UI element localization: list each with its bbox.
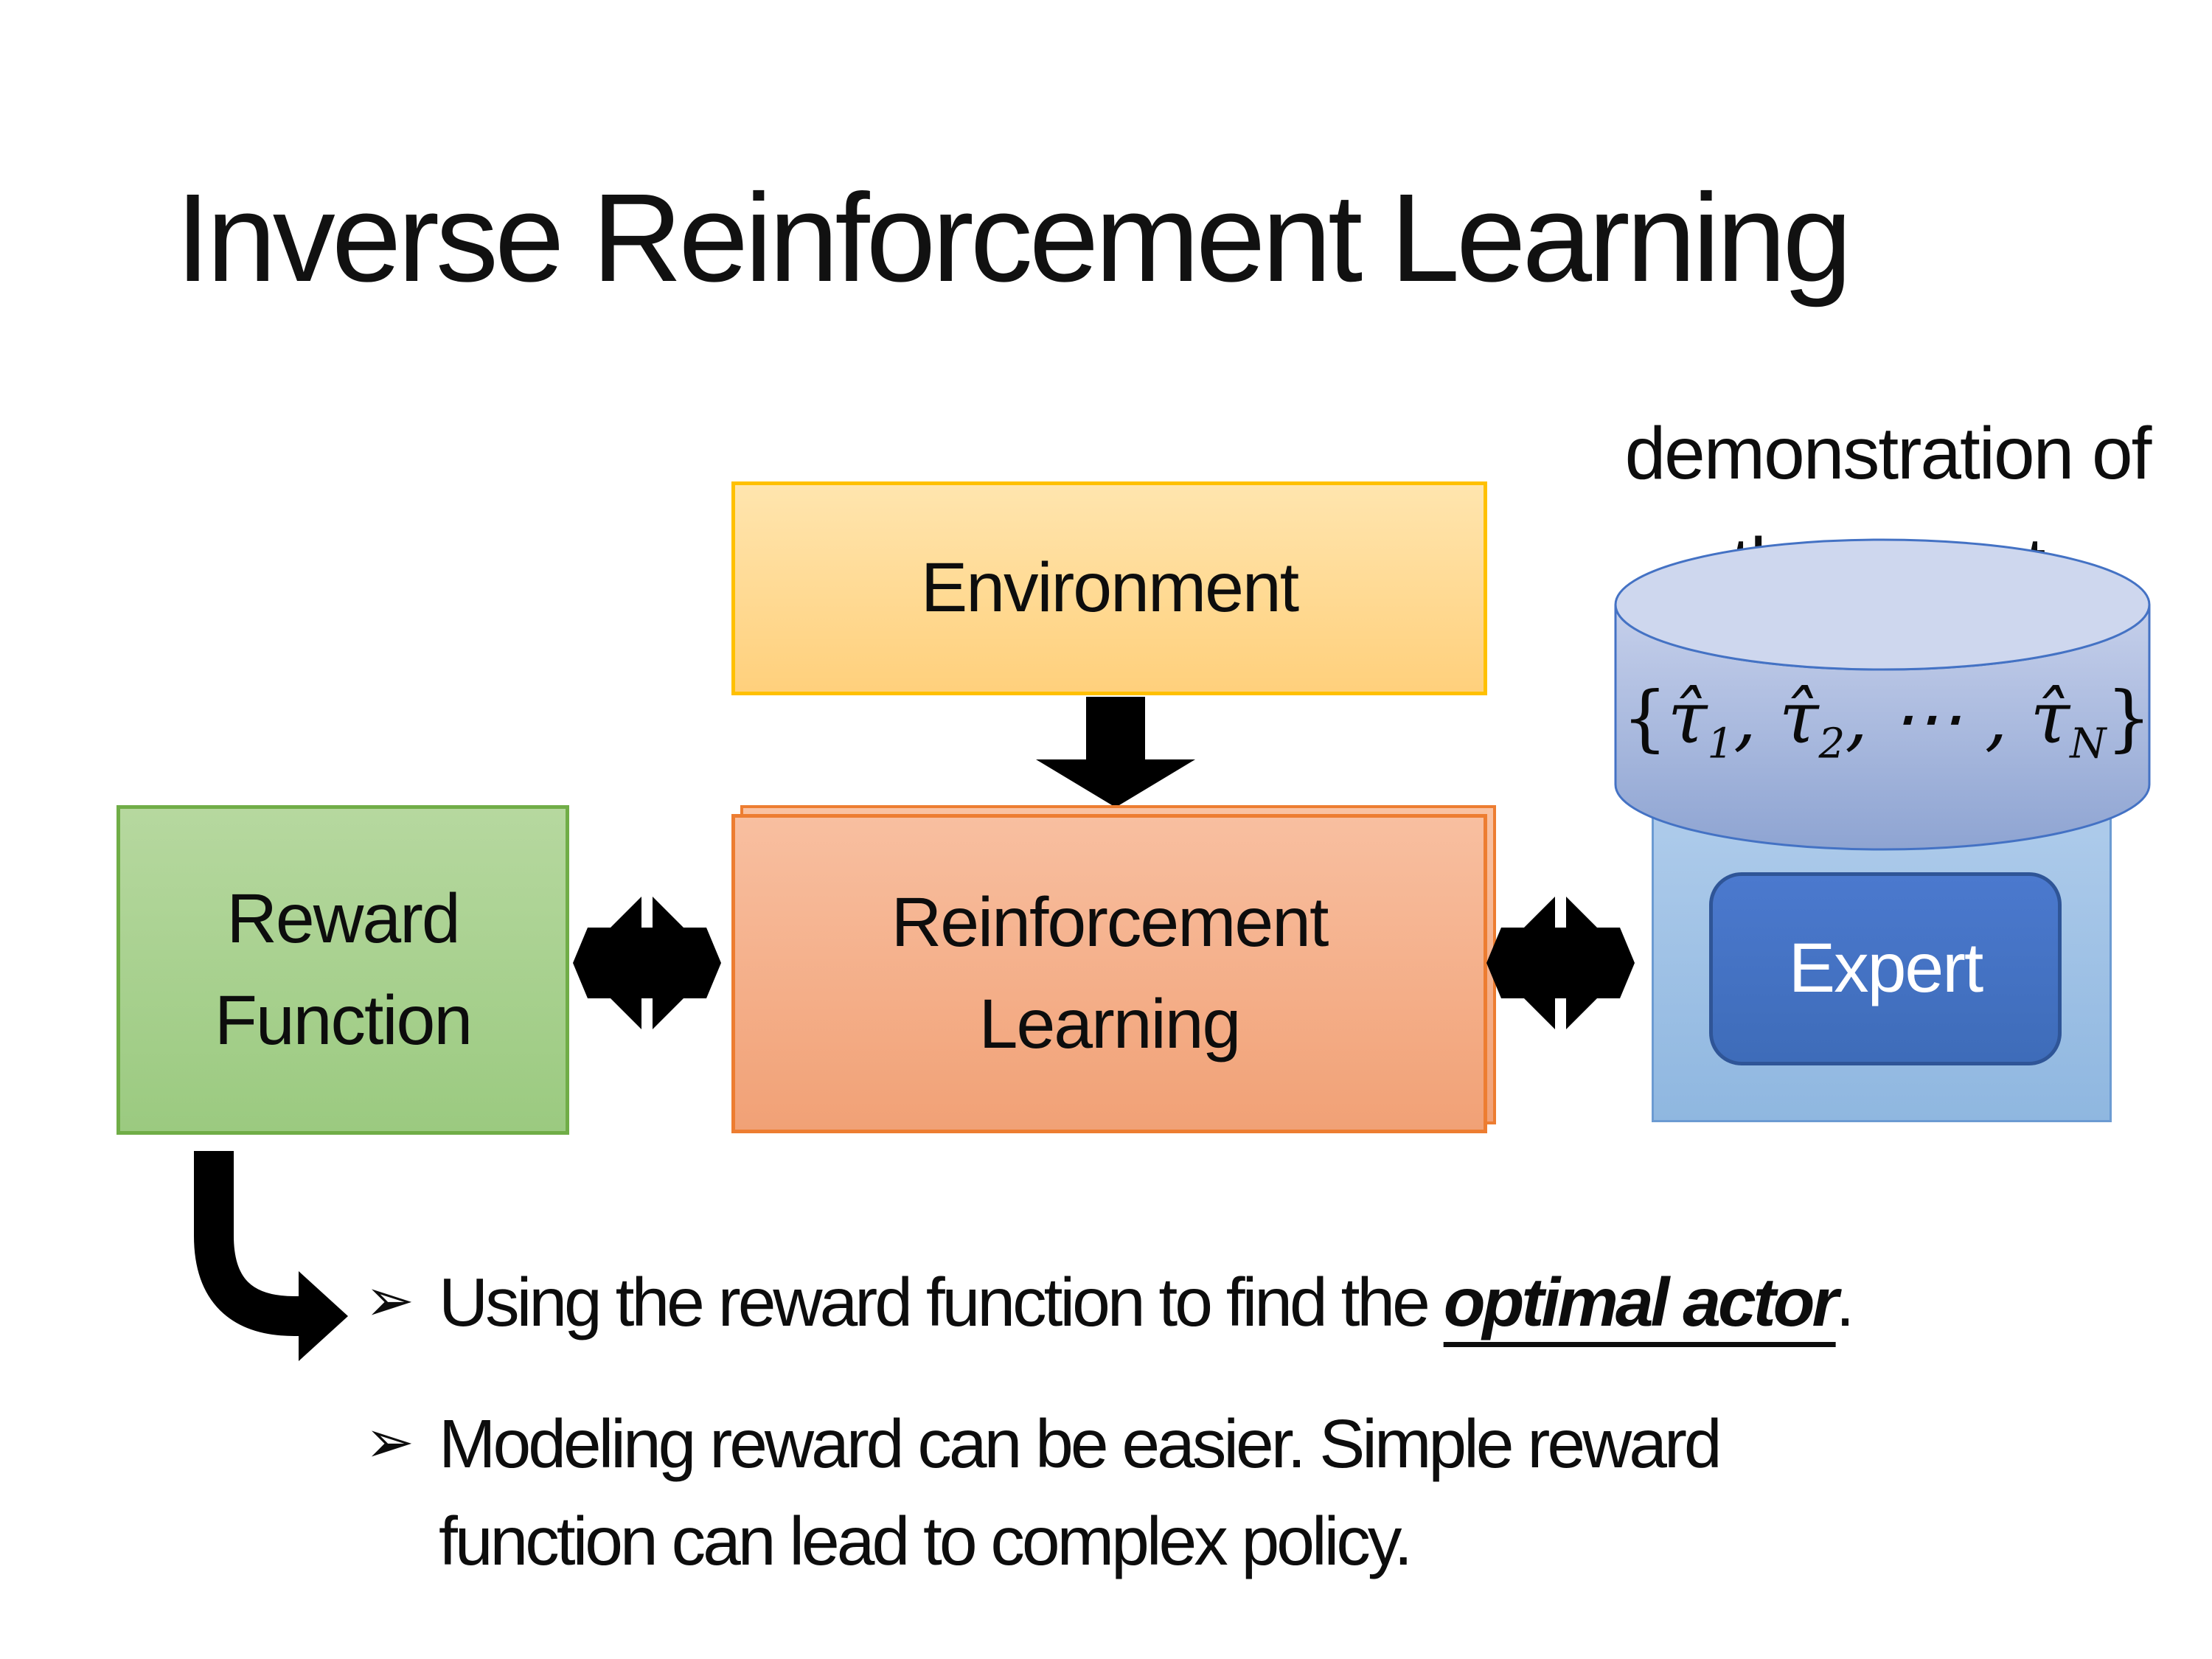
expert-box: Expert xyxy=(1709,872,2062,1065)
bullet-item-1: ➢ Using the reward function to find the … xyxy=(365,1253,2135,1351)
exchange-arrows-icon-right xyxy=(1486,897,1635,1029)
bullet-1-text: Using the reward function to find the op… xyxy=(439,1264,1854,1340)
down-arrow-icon xyxy=(1036,697,1195,807)
environment-box-label: Environment xyxy=(920,549,1299,627)
bullet-arrow-icon: ➢ xyxy=(365,1409,415,1475)
reinforcement-learning-box-label: Reinforcement Learning xyxy=(891,883,1329,1063)
trajectory-set-formula: {τ̂1, τ̂2, ⋯ , τ̂N} xyxy=(1622,676,2152,768)
bullet-arrow-icon: ➢ xyxy=(365,1267,415,1333)
reinforcement-learning-box: Reinforcement Learning xyxy=(731,814,1487,1133)
demonstration-database-icon xyxy=(1614,538,2151,851)
bullet-item-2: ➢ Modeling reward can be easier. Simple … xyxy=(365,1395,2135,1590)
exchange-arrows-icon-left xyxy=(573,897,721,1029)
page-title: Inverse Reinforcement Learning xyxy=(175,168,1852,308)
reward-function-box-label: Reward Function xyxy=(214,879,473,1060)
reward-function-box: Reward Function xyxy=(116,805,569,1135)
expert-box-label: Expert xyxy=(1788,929,1984,1008)
environment-box: Environment xyxy=(731,481,1487,695)
bullet-2-text: Modeling reward can be easier. Simple re… xyxy=(439,1405,1722,1580)
elbow-arrow-icon xyxy=(194,1151,348,1361)
optimal-actor-emphasis: optimal actor xyxy=(1443,1264,1839,1340)
